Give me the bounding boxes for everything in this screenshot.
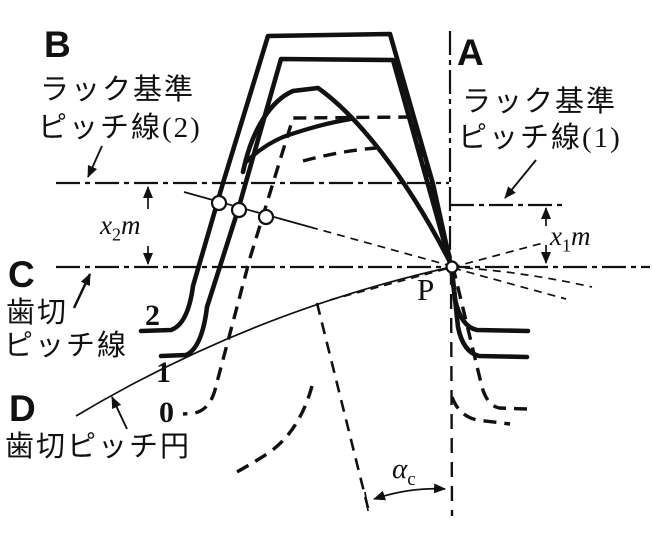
line-of-action-2 [329, 242, 544, 301]
gear-tooth-tip-0 [302, 146, 377, 163]
leader-c [72, 273, 92, 309]
rack-profile-1 [158, 56, 530, 360]
label-b-line2: ピッチ線(2) [38, 112, 202, 144]
label-a-line1: ラック基準 [462, 86, 618, 118]
label-b-line1: ラック基準 [40, 74, 196, 106]
tooth-center-line-lower [449, 269, 454, 517]
shift-label-0: 0 [159, 396, 174, 429]
label-c-letter: C [8, 254, 36, 295]
dim-x1m-label: x1m [550, 221, 591, 256]
leader-a [504, 159, 537, 199]
gear-tooth-profile-1 [242, 116, 354, 166]
cutting-pitch-circle-arc [75, 266, 593, 417]
pitch-point-marker [445, 260, 459, 274]
dim-x2m-label: x2m [100, 210, 141, 245]
pressure-angle-label: αc [392, 453, 416, 490]
label-a-letter: A [457, 32, 485, 73]
dim-pressure-angle [364, 483, 446, 512]
rack-profile-2 [138, 31, 531, 334]
label-pitch-point: P [417, 272, 435, 307]
leader-d [111, 396, 128, 430]
shift-label-1: 1 [156, 356, 171, 389]
gear-tooth-profile-2 [240, 85, 454, 267]
label-d-letter: D [9, 388, 37, 429]
leader-b [87, 145, 103, 178]
root-curve-0 [232, 385, 314, 476]
shift-label-2: 2 [145, 299, 160, 332]
flank-node-markers [210, 194, 275, 226]
rack-flank-angle-line [315, 302, 370, 509]
label-d-line1: 歯切ピッチ円 [5, 431, 192, 463]
label-b-letter: B [44, 24, 72, 65]
label-c-line1: 歯切 [6, 297, 69, 329]
label-c-line2: ピッチ線 [4, 330, 129, 362]
label-a-line2: ピッチ線(1) [458, 122, 622, 154]
rack-profile-0 [182, 115, 528, 476]
